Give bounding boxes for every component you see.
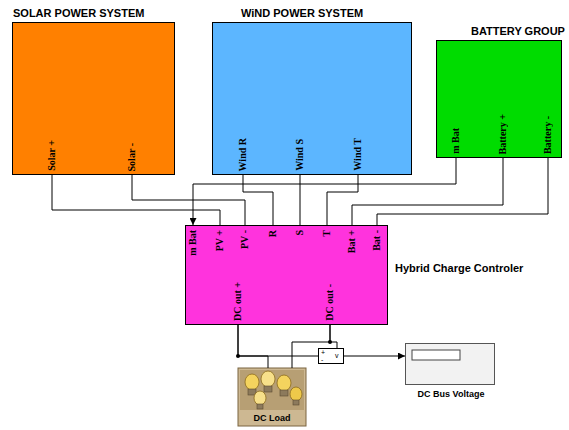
wire-connector <box>327 175 358 225</box>
charge-controller-block: Hybrid Charge Controlerm BatPV +PV -RSTB… <box>185 225 388 325</box>
wire-connector <box>238 325 268 368</box>
load-label: DC Load <box>252 413 293 423</box>
wire-connector <box>300 175 301 225</box>
output-sign: v <box>335 352 339 359</box>
port-label: Wind R <box>238 138 248 171</box>
port-label: Battery - <box>543 116 553 154</box>
battery-group-block: BATTERY GROUPm BatBattery +Battery - <box>436 40 562 158</box>
port-label: m Bat <box>188 230 198 256</box>
light-bulb <box>254 391 266 409</box>
wire-connector <box>344 356 405 357</box>
block-title: SOLAR POWER SYSTEM <box>13 7 144 20</box>
port-label: Solar + <box>47 140 57 171</box>
wind-system-block: WiND POWER SYSTEMWind RWind SWind T <box>212 22 412 175</box>
terminal-sign: + <box>321 349 325 356</box>
solar-system-block: SOLAR POWER SYSTEMSolar +Solar - <box>12 22 175 175</box>
port-label: Wind T <box>353 138 363 171</box>
port-label: Wind S <box>295 139 305 171</box>
port-label: Solar - <box>127 143 137 171</box>
wire-connector <box>238 325 318 356</box>
wire-connector <box>243 175 273 225</box>
display-window <box>412 350 460 360</box>
block-title: Hybrid Charge Controler <box>395 262 523 275</box>
port-label: Battery + <box>498 114 508 154</box>
port-label: R <box>268 230 278 237</box>
dc-load-block: DC Load <box>238 368 306 426</box>
wire-connector <box>132 175 245 225</box>
terminal-sign: - <box>321 356 323 363</box>
port-label: S <box>295 230 305 236</box>
wire-connector <box>330 325 337 348</box>
light-bulb <box>261 371 275 392</box>
port-label: PV + <box>215 230 225 251</box>
port-label: T <box>322 230 332 237</box>
light-bulb <box>277 375 291 396</box>
port-label: PV - <box>240 230 250 249</box>
light-bulb <box>290 387 302 405</box>
scope-display-picture <box>405 343 495 385</box>
voltage-sensor-block: +- v <box>318 348 344 364</box>
block-title: WiND POWER SYSTEM <box>241 7 363 20</box>
scope-display-block: DC Bus Voltage <box>405 343 495 385</box>
port-label: Bat + <box>347 230 357 253</box>
dc-load-picture <box>238 368 306 426</box>
port-label: DC out + <box>233 282 243 321</box>
port-label: m Bat <box>451 128 461 154</box>
block-title: DC Bus Voltage <box>418 389 485 399</box>
load-picture-ground <box>240 370 304 410</box>
block-title: BATTERY GROUP <box>471 25 565 38</box>
port-label: Bat - <box>372 230 382 251</box>
load-picture-frame <box>238 368 306 426</box>
port-label: DC out - <box>325 284 335 321</box>
display-face <box>405 343 495 385</box>
